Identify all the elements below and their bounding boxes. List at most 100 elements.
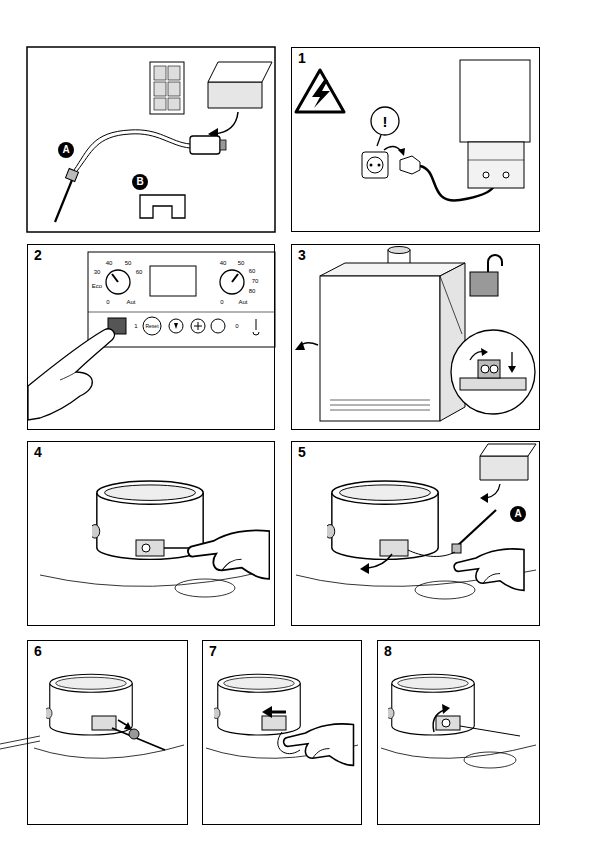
panel-frame-0 — [27, 47, 275, 232]
dial-scale: 60 — [249, 268, 256, 274]
control-panel-part — [191, 319, 205, 333]
control-panel-part — [232, 274, 238, 282]
parts-box-part — [208, 62, 272, 82]
socket-plug-part — [398, 148, 405, 156]
dial-scale: 30 — [94, 269, 101, 275]
callout-letter: A — [58, 142, 74, 158]
hand-pressing-part — [60, 372, 76, 380]
boiler-open-part — [295, 341, 305, 350]
control-panel-part — [106, 270, 130, 294]
kit-sheet-part — [168, 98, 180, 110]
step-number: 2 — [34, 248, 42, 262]
warning-triangle-part — [312, 80, 330, 108]
clip-part — [140, 195, 185, 218]
burner-step6-part — [0, 736, 40, 744]
burner-step5-part — [480, 444, 536, 456]
control-panel-part — [169, 319, 183, 333]
boiler-open-part — [388, 247, 410, 254]
burner-step6-part — [129, 729, 139, 739]
burner-step8-part — [442, 719, 450, 727]
boiler-open-part — [330, 405, 430, 406]
sensor-cable-part — [65, 168, 78, 181]
sensor-cable-part — [77, 134, 190, 171]
burner-step5 — [296, 444, 536, 599]
step-number: 6 — [34, 644, 42, 658]
step-number: 7 — [209, 644, 217, 658]
boiler-part — [460, 60, 530, 142]
padlock-open-part — [470, 272, 498, 296]
boiler-part — [468, 160, 524, 161]
boiler-open-part — [320, 276, 440, 421]
kit-sheet-part — [154, 82, 166, 96]
sensor-cable-part — [55, 180, 72, 222]
dial-scale: 40 — [220, 260, 227, 266]
socket-plug-part — [378, 164, 381, 167]
boiler — [460, 60, 530, 188]
step-number: 5 — [298, 445, 306, 459]
padlock-open — [470, 255, 502, 296]
attention-mark: ! — [383, 114, 388, 129]
socket-plug-part — [370, 164, 373, 167]
detail-zoom-part — [481, 365, 489, 373]
detail-zoom-part — [451, 330, 535, 414]
attention-bubble — [371, 107, 399, 146]
kit-sheet-part — [154, 98, 166, 110]
boiler-open-part — [330, 400, 430, 401]
socket-plug-part — [362, 152, 388, 178]
burner-step5-part — [408, 550, 455, 556]
dial-scale: Eco — [92, 283, 102, 289]
parts-box — [208, 62, 272, 140]
parts-box-part — [208, 82, 262, 108]
step-number: 3 — [298, 248, 306, 262]
detail-zoom-part — [508, 366, 516, 373]
control-panel-part — [253, 319, 259, 335]
socket-plug-part — [400, 156, 420, 174]
dial-scale: 0 — [106, 299, 109, 305]
dial-scale: 70 — [252, 278, 259, 284]
switch-mark: 0 — [235, 323, 238, 329]
control-panel — [88, 252, 275, 347]
dial-scale: 50 — [238, 260, 245, 266]
control-panel-part — [194, 322, 202, 330]
kit-sheet — [150, 62, 184, 114]
burner-step4-part — [136, 540, 164, 556]
burner-step4 — [40, 481, 270, 597]
dial-scale: 50 — [125, 260, 132, 266]
warning-triangle-part — [296, 70, 344, 112]
dial-scale: 60 — [136, 269, 143, 275]
hand-pressing — [28, 329, 114, 420]
boiler-open — [295, 247, 465, 422]
step-number: 8 — [384, 644, 392, 658]
callout-letter: B — [132, 174, 148, 190]
button-label: Reset — [145, 324, 158, 329]
boiler-open-part — [330, 410, 430, 411]
burner-step5-part — [360, 563, 369, 574]
detail-zoom-part — [511, 352, 512, 368]
control-panel-part — [88, 252, 275, 347]
sensor-cable — [55, 130, 226, 222]
step-panel: 8 — [377, 640, 540, 825]
burner-step8-part — [464, 752, 516, 768]
attention-bubble-part — [371, 107, 399, 135]
burner-step5-part — [452, 544, 461, 553]
burner-step5-part — [480, 456, 528, 480]
burner-step6-part — [34, 745, 184, 758]
boiler-part — [483, 172, 489, 178]
control-panel-part — [211, 319, 225, 333]
burner-step8-part — [436, 716, 460, 730]
dial-scale: 0 — [220, 299, 223, 305]
control-panel-part — [174, 323, 178, 329]
burner-step5-part — [368, 554, 392, 568]
burner-step6-part — [0, 741, 40, 749]
burner-step4-part — [40, 570, 270, 586]
control-panel-part — [88, 312, 275, 313]
attention-bubble-part — [377, 135, 381, 146]
burner-step4-part — [188, 530, 269, 578]
detail-zoom-part — [460, 378, 526, 390]
burner-step8-part — [433, 710, 444, 732]
callout-letter: A — [510, 506, 526, 522]
burner-step5-part — [480, 493, 488, 503]
detail-zoom-part — [478, 360, 500, 378]
